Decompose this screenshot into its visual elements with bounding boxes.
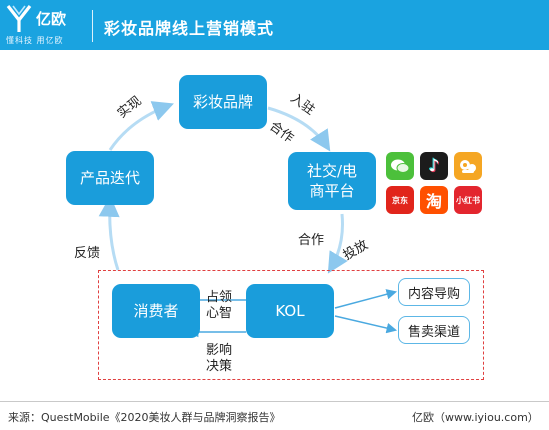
logo-text: 亿欧 [36,10,67,28]
logo-slogan: 懂科技 用亿欧 [6,36,64,45]
arrow-platform-to-kol [327,213,348,274]
arrow-consumer-to-iteration [98,195,120,271]
taobao-label: 淘 [425,192,442,211]
footer-divider [0,401,549,402]
tiktok-icon: ♪ [420,152,448,180]
header-band [0,0,549,50]
arrow-kol-to-sales-channel [334,315,398,334]
weibo-icon [454,152,482,180]
node-platform-line2: 商平台 [309,182,355,200]
node-kol: KOL [246,284,334,338]
kol-consumer-frame [98,270,484,380]
node-platform: 社交/电 商平台 [288,152,376,210]
arrow-brand-to-platform [267,106,331,152]
wechat-icon [386,152,414,180]
footer-credit: 亿欧（www.iyiou.com） [412,411,539,424]
label-influence-2: 决策 [206,359,233,374]
arrow-kol-to-content-guide [334,289,398,309]
arrow-iteration-to-brand [108,101,174,151]
jd-label: 京东 [392,195,408,205]
node-platform-line1: 社交/电 [306,162,358,180]
label-occupy-mind-1: 占领 [206,290,233,305]
taobao-icon: 淘 [420,186,448,214]
page-title: 彩妆品牌线上营销模式 [104,19,275,38]
xiaohongshu-icon: 小红书 [454,186,482,214]
tiktok-glyph: ♪ [428,156,440,176]
footer-source: 来源：QuestMobile《2020美妆人群与品牌洞察报告》 [8,411,281,424]
label-feedback: 反馈 [74,246,101,261]
label-cooperate-bottom: 合作 [298,233,325,248]
node-consumer: 消费者 [112,284,200,338]
xiaohongshu-label: 小红书 [456,195,480,205]
header-divider [92,10,93,42]
yiou-logo-icon [6,5,32,32]
node-product-iteration: 产品迭代 [66,151,154,205]
label-influence-1: 影响 [206,343,233,358]
node-brand: 彩妆品牌 [179,75,267,129]
node-sales-channel: 售卖渠道 [398,316,470,344]
label-occupy-mind-2: 心智 [206,306,233,321]
node-content-guide: 内容导购 [398,278,470,306]
jd-icon: 京东 [386,186,414,214]
